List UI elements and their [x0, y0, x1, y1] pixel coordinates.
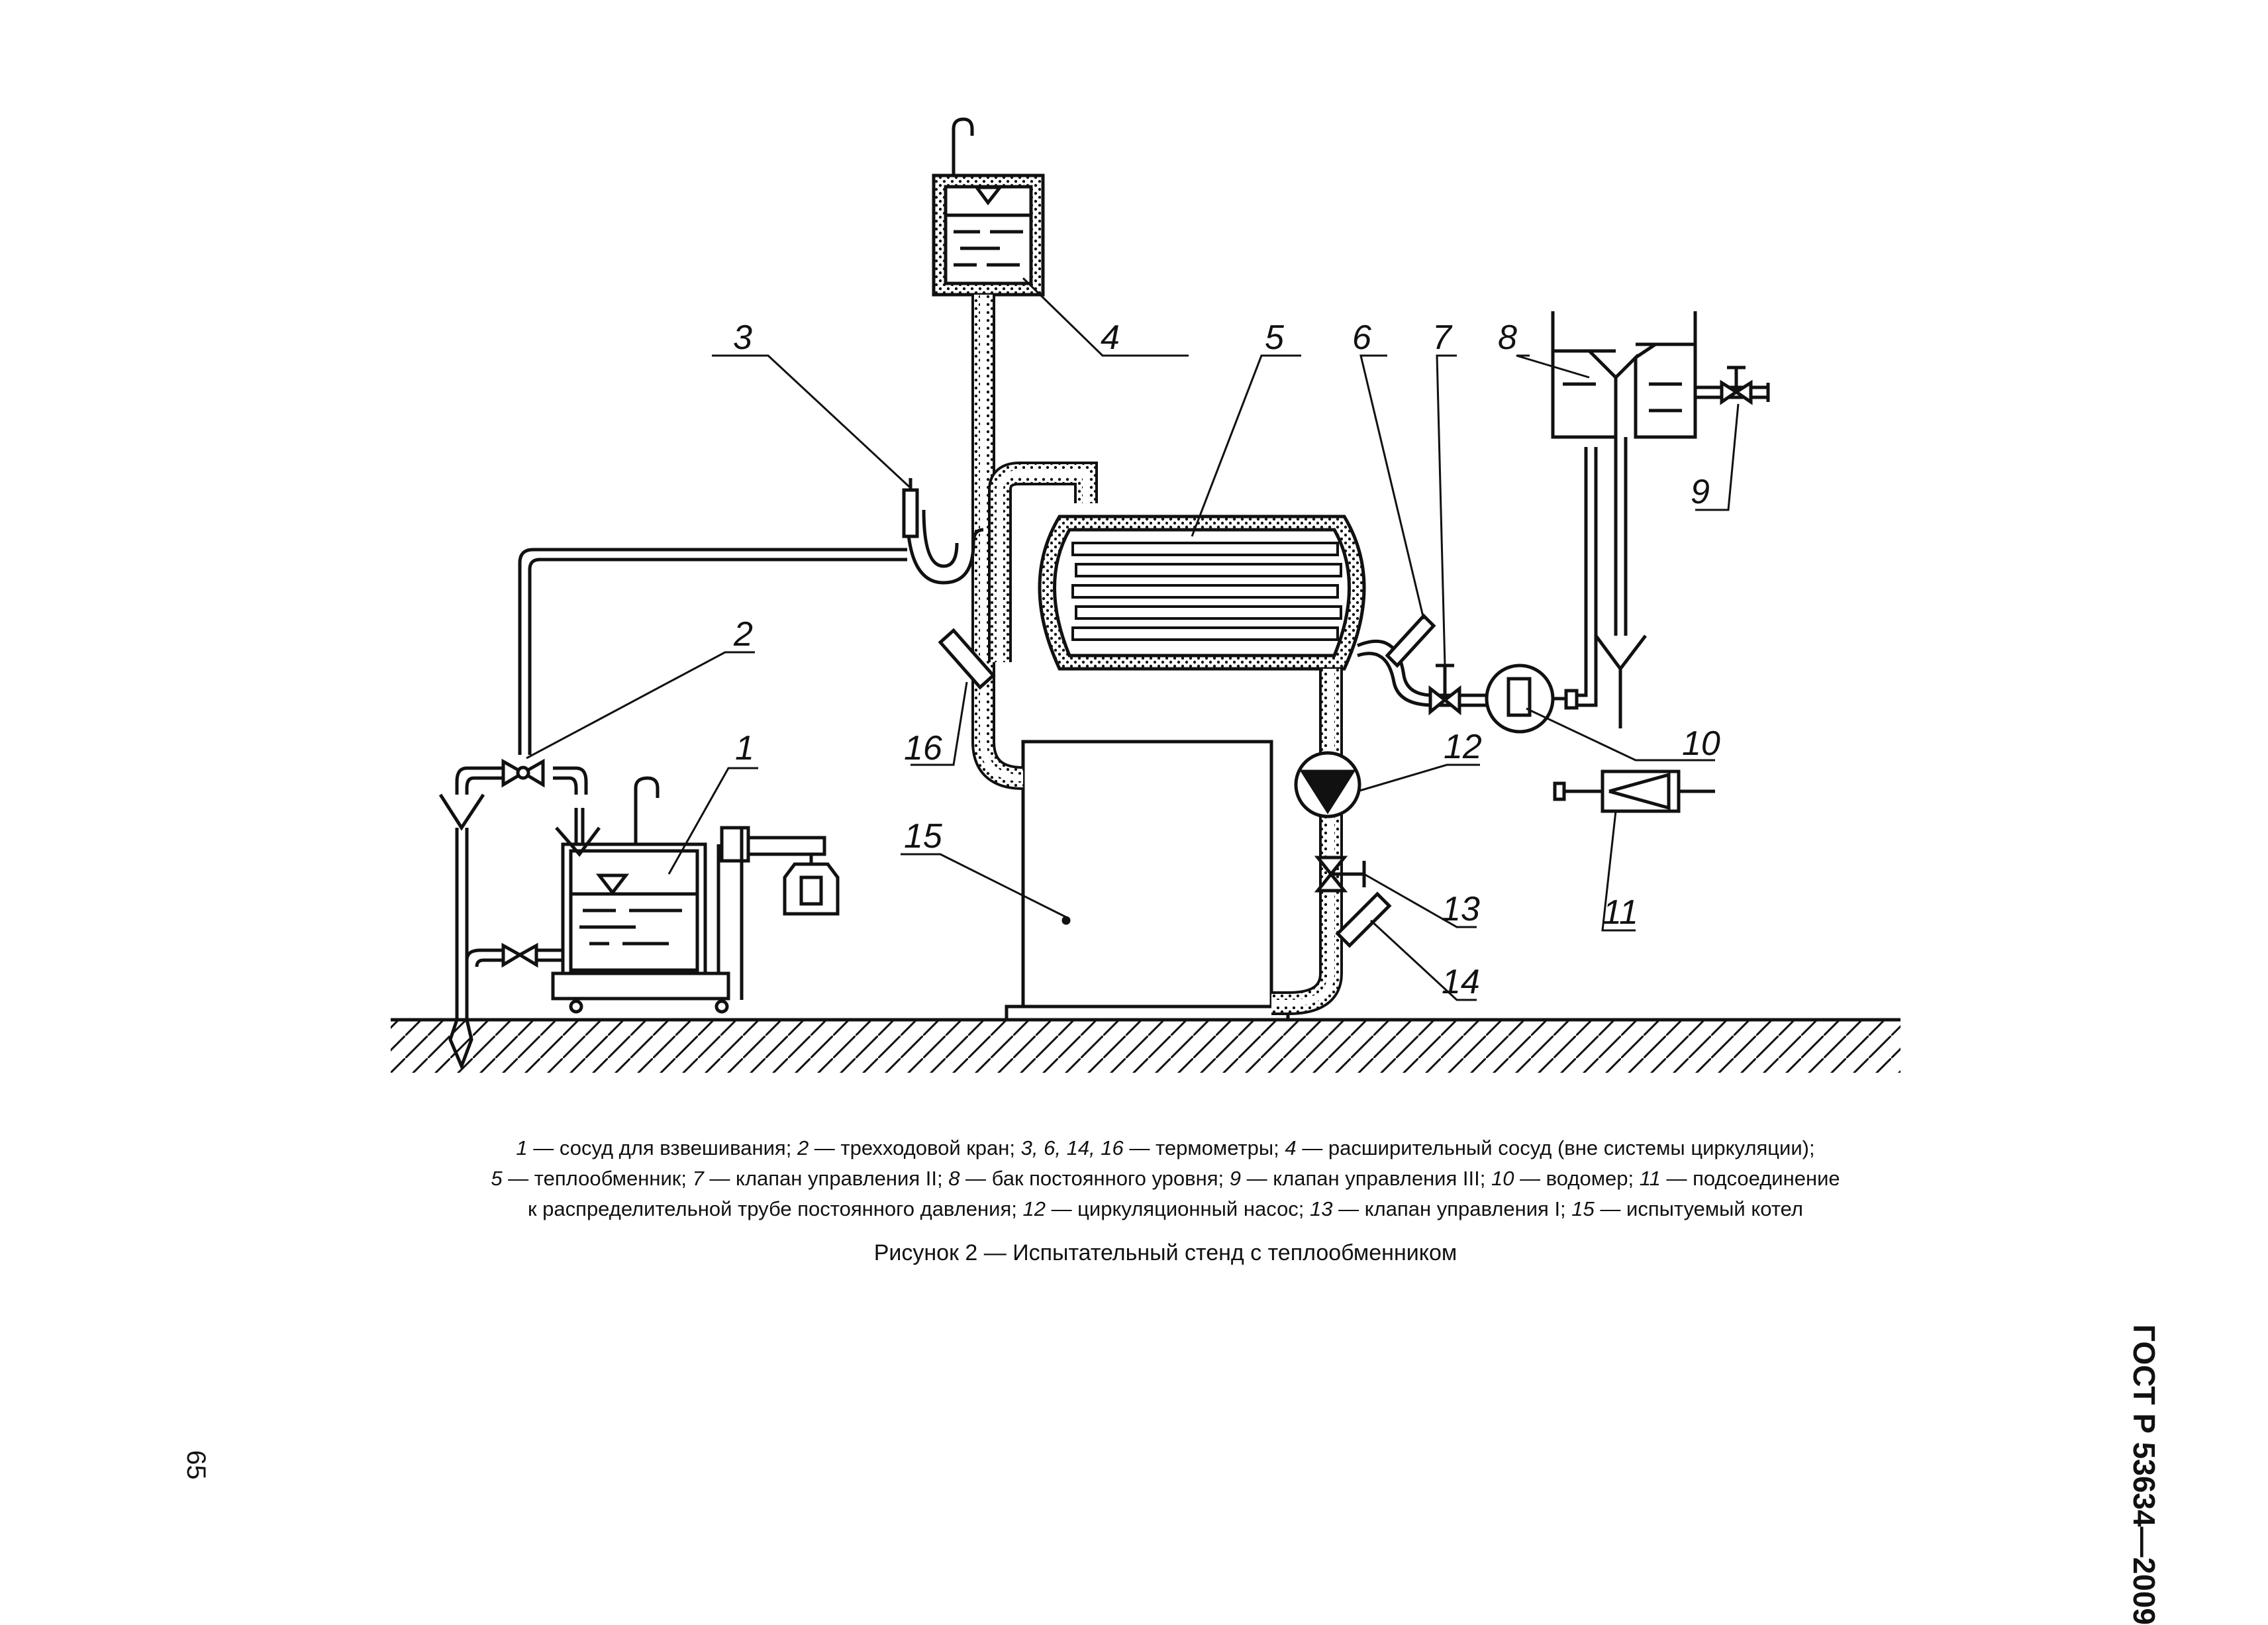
standard-designation: ГОСТ Р 53634—2009 — [2127, 1324, 2161, 1625]
pipe-to-three-way-valve — [518, 548, 907, 755]
heat-exchanger-tubes — [1071, 542, 1342, 641]
legend-num: 10 — [1491, 1167, 1514, 1190]
legend-line-2: 5 — теплообменник; 7 — клапан управления… — [371, 1159, 1960, 1198]
control-valve-7 — [1428, 664, 1487, 716]
drain-valve — [465, 942, 569, 968]
label-14: 14 — [1442, 963, 1480, 1001]
thermometer-3 — [902, 478, 984, 585]
label-7: 7 — [1432, 319, 1453, 357]
legend-num: 8 — [948, 1167, 960, 1190]
label-6: 6 — [1352, 319, 1371, 357]
legend-num: 9 — [1229, 1167, 1241, 1190]
figure-caption: Рисунок 2 — Испытательный стенд с теплоо… — [873, 1240, 1457, 1265]
legend-text: — клапан управления II; — [703, 1167, 949, 1190]
label-4: 4 — [1101, 319, 1120, 357]
label-12: 12 — [1444, 728, 1482, 766]
legend-text: — бак постоянного уровня; — [960, 1167, 1230, 1190]
legend-text: — расширительный сосуд (вне системы цирк… — [1296, 1136, 1815, 1159]
legend-num: 3, 6, 14, 16 — [1020, 1136, 1124, 1159]
drain-funnel — [438, 793, 485, 1071]
legend-text: — клапан управления III; — [1240, 1167, 1491, 1190]
legend-line-3: к распределительной трубе постоянного да… — [371, 1190, 1960, 1228]
label-16: 16 — [904, 729, 942, 767]
legend-text: — испытуемый котел — [1594, 1197, 1803, 1220]
tested-boiler — [1005, 740, 1290, 1022]
label-15: 15 — [904, 817, 943, 856]
legend-text: — термометры; — [1123, 1136, 1285, 1159]
label-8: 8 — [1498, 319, 1517, 357]
legend-num: 4 — [1285, 1136, 1297, 1159]
label-3: 3 — [733, 319, 752, 357]
legend-num: 13 — [1310, 1197, 1333, 1220]
label-10: 10 — [1682, 724, 1720, 763]
supply-pipe — [971, 295, 1098, 790]
thermometer-16 — [938, 628, 996, 690]
weighing-vessel — [551, 776, 826, 1014]
thermometer-14 — [1335, 891, 1392, 948]
legend-text: — сосуд для взвешивания; — [527, 1136, 797, 1159]
legend-num: 12 — [1022, 1197, 1046, 1220]
label-1: 1 — [735, 729, 754, 767]
return-pipe — [1271, 669, 1343, 1015]
three-way-valve — [455, 758, 588, 795]
leader-lines — [526, 277, 1740, 1001]
test-bench-diagram: 1 2 3 4 5 6 7 8 9 10 11 12 13 14 15 16 — [391, 117, 1900, 1073]
thermometer-6 — [1357, 613, 1444, 707]
legend-num: 15 — [1571, 1197, 1595, 1220]
label-13: 13 — [1442, 890, 1480, 928]
legend-num: 7 — [692, 1167, 704, 1190]
legend-text: — теплообменник; — [502, 1167, 693, 1190]
legend-num: 11 — [1639, 1167, 1661, 1190]
floor — [391, 1018, 1900, 1073]
legend-text: — циркуляционный насос; — [1045, 1197, 1310, 1220]
legend-num: 2 — [797, 1136, 809, 1159]
legend-line-1: 1 — сосуд для взвешивания; 2 — трехходов… — [371, 1129, 1960, 1167]
legend-text: к распределительной трубе постоянного да… — [528, 1197, 1023, 1220]
water-meter — [1485, 447, 1598, 734]
constant-level-tank — [1551, 311, 1697, 728]
legend-text: — подсоединение — [1660, 1167, 1840, 1190]
control-valve-9 — [1695, 366, 1770, 405]
label-11: 11 — [1602, 893, 1638, 932]
label-2: 2 — [733, 615, 753, 654]
legend-num: 5 — [491, 1167, 503, 1190]
heat-exchanger — [1038, 515, 1366, 671]
page: 1 2 3 4 5 6 7 8 9 10 11 12 13 14 15 16 1… — [181, 117, 2161, 1625]
balance-weight — [783, 854, 840, 916]
label-5: 5 — [1265, 319, 1285, 357]
circulation-pump — [1294, 751, 1361, 818]
legend-num: 1 — [516, 1136, 528, 1159]
legend-text: — клапан управления I; — [1332, 1197, 1572, 1220]
expansion-vessel — [932, 117, 1045, 297]
page-number: 65 — [181, 1450, 211, 1480]
legend-text: — трехходовой кран; — [809, 1136, 1021, 1159]
distribution-pipe-connection — [1553, 769, 1715, 813]
legend-text: — водомер; — [1514, 1167, 1640, 1190]
label-9: 9 — [1691, 473, 1710, 511]
control-valve-13 — [1314, 856, 1366, 893]
